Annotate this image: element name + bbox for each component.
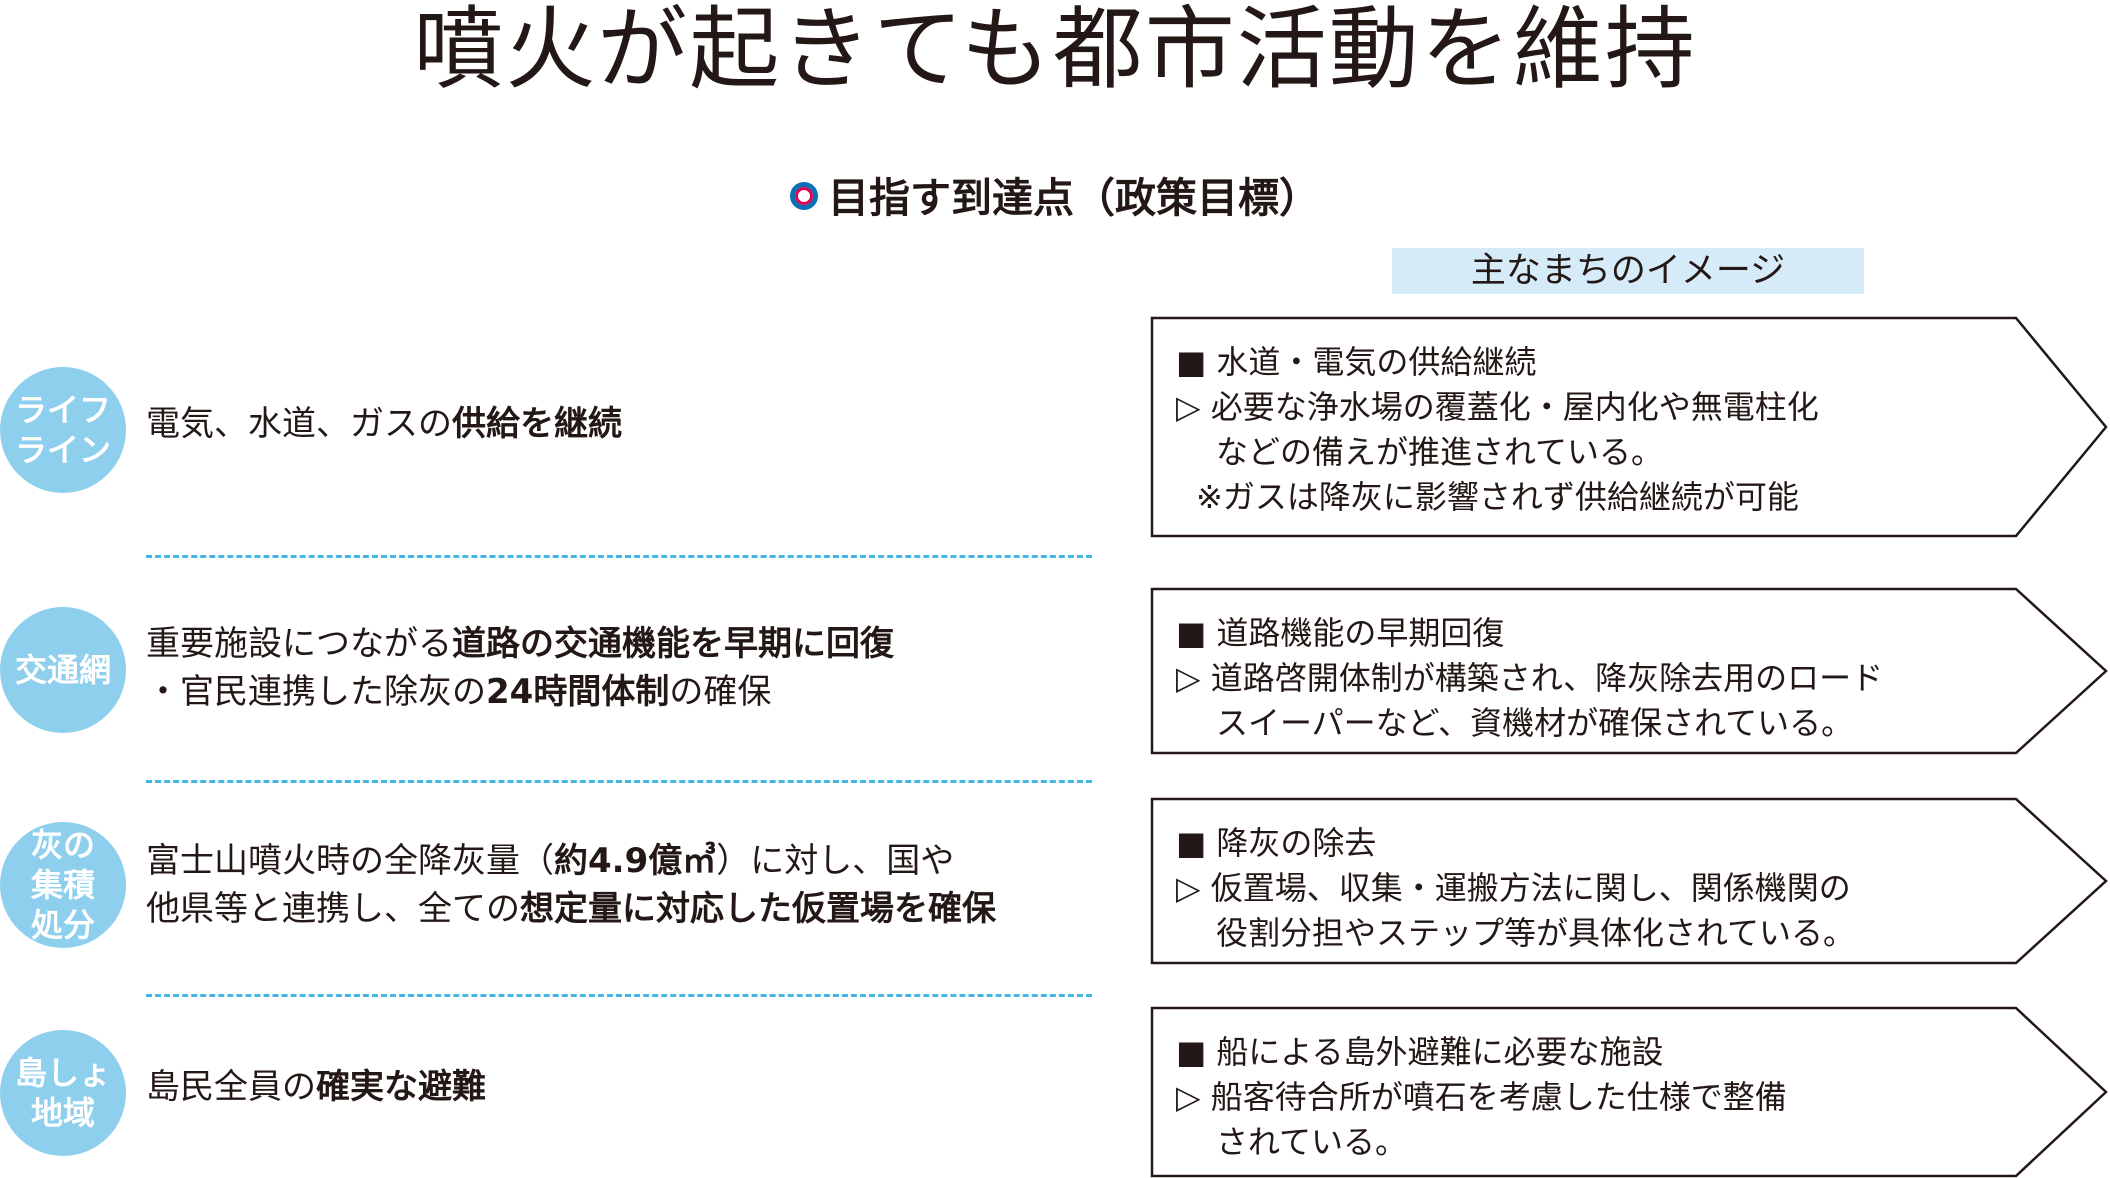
category-badge: 島しょ 地域 [0,1030,126,1156]
image-heading: ■ 水道・電気の供給継続 [1176,343,1537,381]
image-heading: ■ 道路機能の早期回復 [1176,614,1505,652]
row-divider [146,780,1092,783]
category-badge: 交通網 [0,607,126,733]
town-image-text: ■ 水道・電気の供給継続 ▷ 必要な浄水場の覆蓋化・屋内化や無電柱化などの備えが推… [1176,340,1819,520]
image-column-header: 主なまちのイメージ [1392,248,1864,294]
goal-emphasis: 確実な避難 [316,1067,486,1107]
image-detail: 役割分担やステップ等が具体化されている。 [1216,914,1856,952]
image-detail: ▷ 必要な浄水場の覆蓋化・屋内化や無電柱化 [1176,388,1819,426]
goal-text: 重要施設につながる [146,624,452,664]
image-detail: ▷ 道路啓開体制が構築され、降灰除去用のロード [1176,659,1884,697]
category-badge: 灰の 集積 処分 [0,822,126,948]
policy-goal-text: 島民全員の確実な避難 [146,1063,486,1111]
arrow-shape [1150,587,2108,755]
goal-emphasis: 供給を継続 [452,404,622,444]
row-divider [146,555,1092,558]
goal-text: 島民全員の [146,1067,316,1107]
image-detail: ▷ 船客待合所が噴石を考慮した仕様で整備 [1176,1078,1787,1116]
row-divider [146,994,1092,997]
category-badge: ライフ ライン [0,367,126,493]
arrow-shape [1150,797,2108,965]
image-detail: ※ガスは降灰に影響されず供給継続が可能 [1196,478,1799,516]
town-image-box: ■ 水道・電気の供給継続 ▷ 必要な浄水場の覆蓋化・屋内化や無電柱化などの備えが推… [1150,316,2110,538]
goal-heading: 目指す到達点（政策目標） [0,168,2110,228]
goal-text: 富士山噴火時の全降灰量（ [146,841,554,881]
goal-emphasis: 24時間体制 [486,672,670,712]
policy-goal-text: 重要施設につながる道路の交通機能を早期に回復・官民連携した除灰の24時間体制の確… [146,620,894,716]
town-image-box: ■ 降灰の除去 ▷ 仮置場、収集・運搬方法に関し、関係機関の役割分担やステップ等が… [1150,797,2110,965]
goal-label: 目指す到達点（政策目標） [828,174,1320,222]
goal-line: 島民全員の確実な避難 [146,1063,486,1111]
goal-emphasis: 約4.9億㎥ [554,841,717,881]
town-image-box: ■ 道路機能の早期回復 ▷ 道路啓開体制が構築され、降灰除去用のロードスイーパーな… [1150,587,2110,755]
town-image-text: ■ 降灰の除去 ▷ 仮置場、収集・運搬方法に関し、関係機関の役割分担やステップ等が… [1176,821,1855,956]
goal-text: ・官民連携した除灰の [146,672,486,712]
page-title: 噴火が起きても都市活動を維持 [413,0,1697,102]
goal-line: 富士山噴火時の全降灰量（約4.9億㎥）に対し、国や [146,837,996,885]
goal-line: 他県等と連携し、全ての想定量に対応した仮置場を確保 [146,885,996,933]
image-detail: などの備えが推進されている。 [1216,433,1664,471]
goal-line: 電気、水道、ガスの供給を継続 [146,400,622,448]
goal-emphasis: 道路の交通機能を早期に回復 [452,624,894,664]
town-image-text: ■ 道路機能の早期回復 ▷ 道路啓開体制が構築され、降灰除去用のロードスイーパーな… [1176,611,1883,746]
goal-line: ・官民連携した除灰の24時間体制の確保 [146,668,894,716]
image-detail: されている。 [1216,1123,1408,1161]
goal-text: の確保 [669,672,772,712]
image-heading: ■ 降灰の除去 [1176,824,1377,862]
image-heading: ■ 船による島外避難に必要な施設 [1176,1033,1664,1071]
arrow-shape [1150,316,2108,538]
policy-goal-text: 富士山噴火時の全降灰量（約4.9億㎥）に対し、国や他県等と連携し、全ての想定量に… [146,837,996,933]
goal-line: 重要施設につながる道路の交通機能を早期に回復 [146,620,894,668]
town-image-text: ■ 船による島外避難に必要な施設 ▷ 船客待合所が噴石を考慮した仕様で整備されてい… [1176,1030,1787,1165]
image-detail: スイーパーなど、資機材が確保されている。 [1216,704,1854,742]
bullet-ring-icon [790,182,818,210]
arrow-shape [1150,1006,2108,1178]
town-image-box: ■ 船による島外避難に必要な施設 ▷ 船客待合所が噴石を考慮した仕様で整備されてい… [1150,1006,2110,1178]
goal-text: ）に対し、国や [716,841,955,881]
goal-text: 他県等と連携し、全ての [146,889,520,929]
policy-goal-text: 電気、水道、ガスの供給を継続 [146,400,622,448]
goal-text: 電気、水道、ガスの [146,404,452,444]
goal-emphasis: 想定量に対応した仮置場を確保 [520,889,996,929]
image-detail: ▷ 仮置場、収集・運搬方法に関し、関係機関の [1176,869,1851,907]
